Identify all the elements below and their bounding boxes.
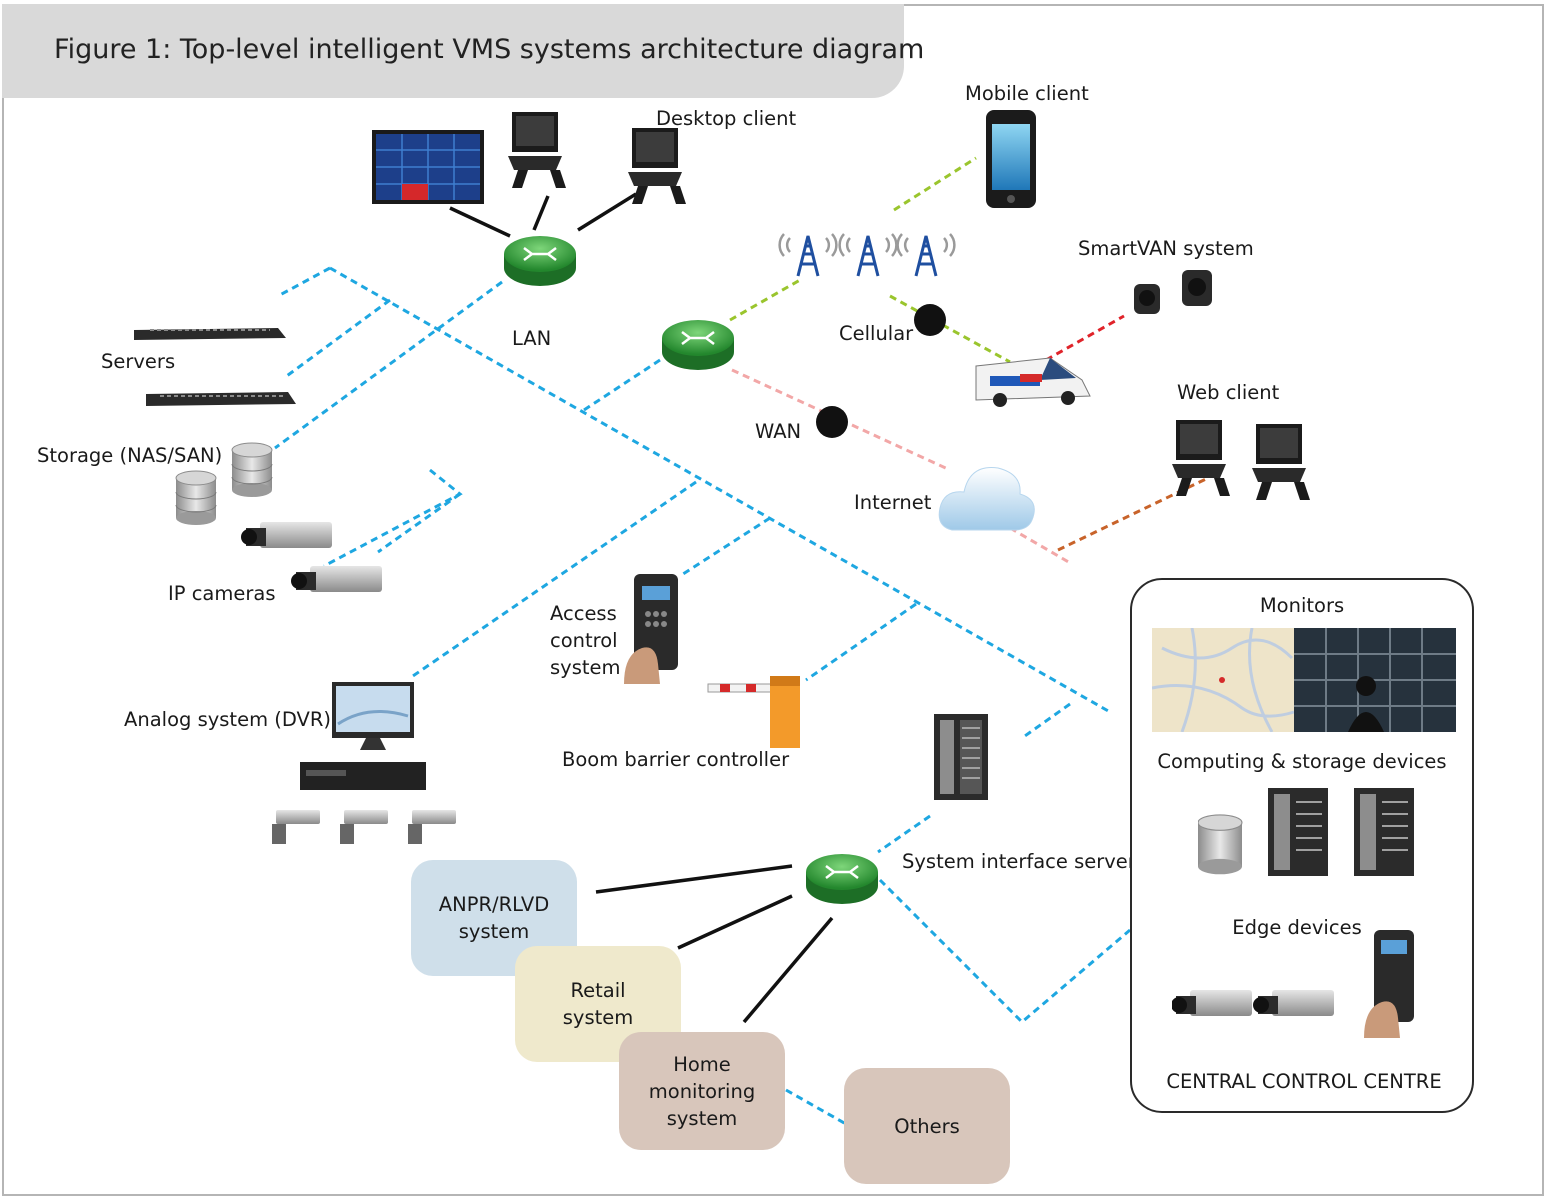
servers-label: Servers: [101, 350, 176, 373]
lan-router-icon: [502, 234, 578, 288]
video-wall-icon: [372, 130, 484, 204]
internet-cloud-icon: [938, 467, 1035, 531]
ip-cameras-label: IP cameras: [168, 582, 276, 605]
edge-devices-label: Edge devices: [1232, 916, 1362, 939]
access-control-icon: [624, 574, 678, 684]
dvr-monitor-icon: [300, 682, 426, 790]
storage-label: Storage (NAS/SAN): [37, 444, 223, 467]
ip-camera-icon: [291, 566, 382, 592]
cellular-links: [729, 156, 1011, 364]
computing-label: Computing & storage devices: [1157, 750, 1447, 773]
storage-disk-icon: [231, 442, 273, 498]
boom-barrier-label: Boom barrier controller: [562, 748, 790, 771]
cell-tower-icon: [896, 232, 956, 278]
desktop-client-label: Desktop client: [656, 107, 797, 130]
web-client-icon: [1172, 420, 1230, 496]
access-control-label: Access control system: [550, 602, 621, 679]
monitor-wall-icon: [1152, 628, 1456, 732]
internet-label: Internet: [854, 491, 932, 514]
web-client-label: Web client: [1177, 381, 1280, 404]
retail-box: Retail system: [515, 946, 681, 1062]
wan-label: WAN: [755, 420, 802, 443]
computing-devices-icon: [1198, 788, 1414, 876]
van-icon: [975, 357, 1091, 407]
desktop-client-icon: [508, 112, 566, 188]
interface-server-icon: [933, 713, 989, 801]
others-box: Others: [844, 1068, 1010, 1184]
boom-barrier-icon: [707, 676, 800, 748]
wan-links: [731, 368, 1073, 566]
analog-camera-icon: [272, 810, 456, 844]
ip-camera-icon: [241, 522, 332, 548]
system-interface-label: System interface server: [902, 850, 1136, 873]
wan-router-icon: [660, 318, 736, 372]
web-client-icon: [1252, 424, 1310, 500]
central-control-centre: Monitors Computing & storage devices Edg…: [1130, 578, 1474, 1113]
cellular-node: [914, 304, 946, 336]
title-bar: Figure 1: Top-level intelligent VMS syst…: [2, 4, 924, 98]
edge-devices-icon: [1172, 930, 1414, 1038]
lan-links: [449, 192, 834, 1024]
cellular-label: Cellular: [839, 322, 914, 345]
analog-system-label: Analog system (DVR): [124, 708, 332, 731]
cell-tower-icon: [838, 232, 898, 278]
lan-label: LAN: [512, 327, 552, 350]
smartvan-link: [1045, 314, 1125, 362]
ptz-camera-icon: [1134, 270, 1212, 314]
lan-backbone: [274, 266, 1131, 1126]
mobile-client-label: Mobile client: [965, 82, 1089, 105]
central-control-title: CENTRAL CONTROL CENTRE: [1166, 1070, 1442, 1093]
rack-server-icon: [134, 328, 296, 406]
cell-tower-icon: [778, 232, 838, 278]
desktop-client-icon: [628, 128, 686, 204]
mobile-phone-icon: [986, 110, 1036, 208]
storage-disk-icon: [175, 470, 217, 526]
smartvan-label: SmartVAN system: [1078, 237, 1254, 260]
figure-title: Figure 1: Top-level intelligent VMS syst…: [54, 34, 925, 65]
home-monitoring-box: Home monitoring system: [619, 1032, 785, 1150]
monitors-label: Monitors: [1259, 594, 1345, 617]
wan-node: [816, 406, 848, 438]
interface-router-icon: [804, 852, 880, 906]
